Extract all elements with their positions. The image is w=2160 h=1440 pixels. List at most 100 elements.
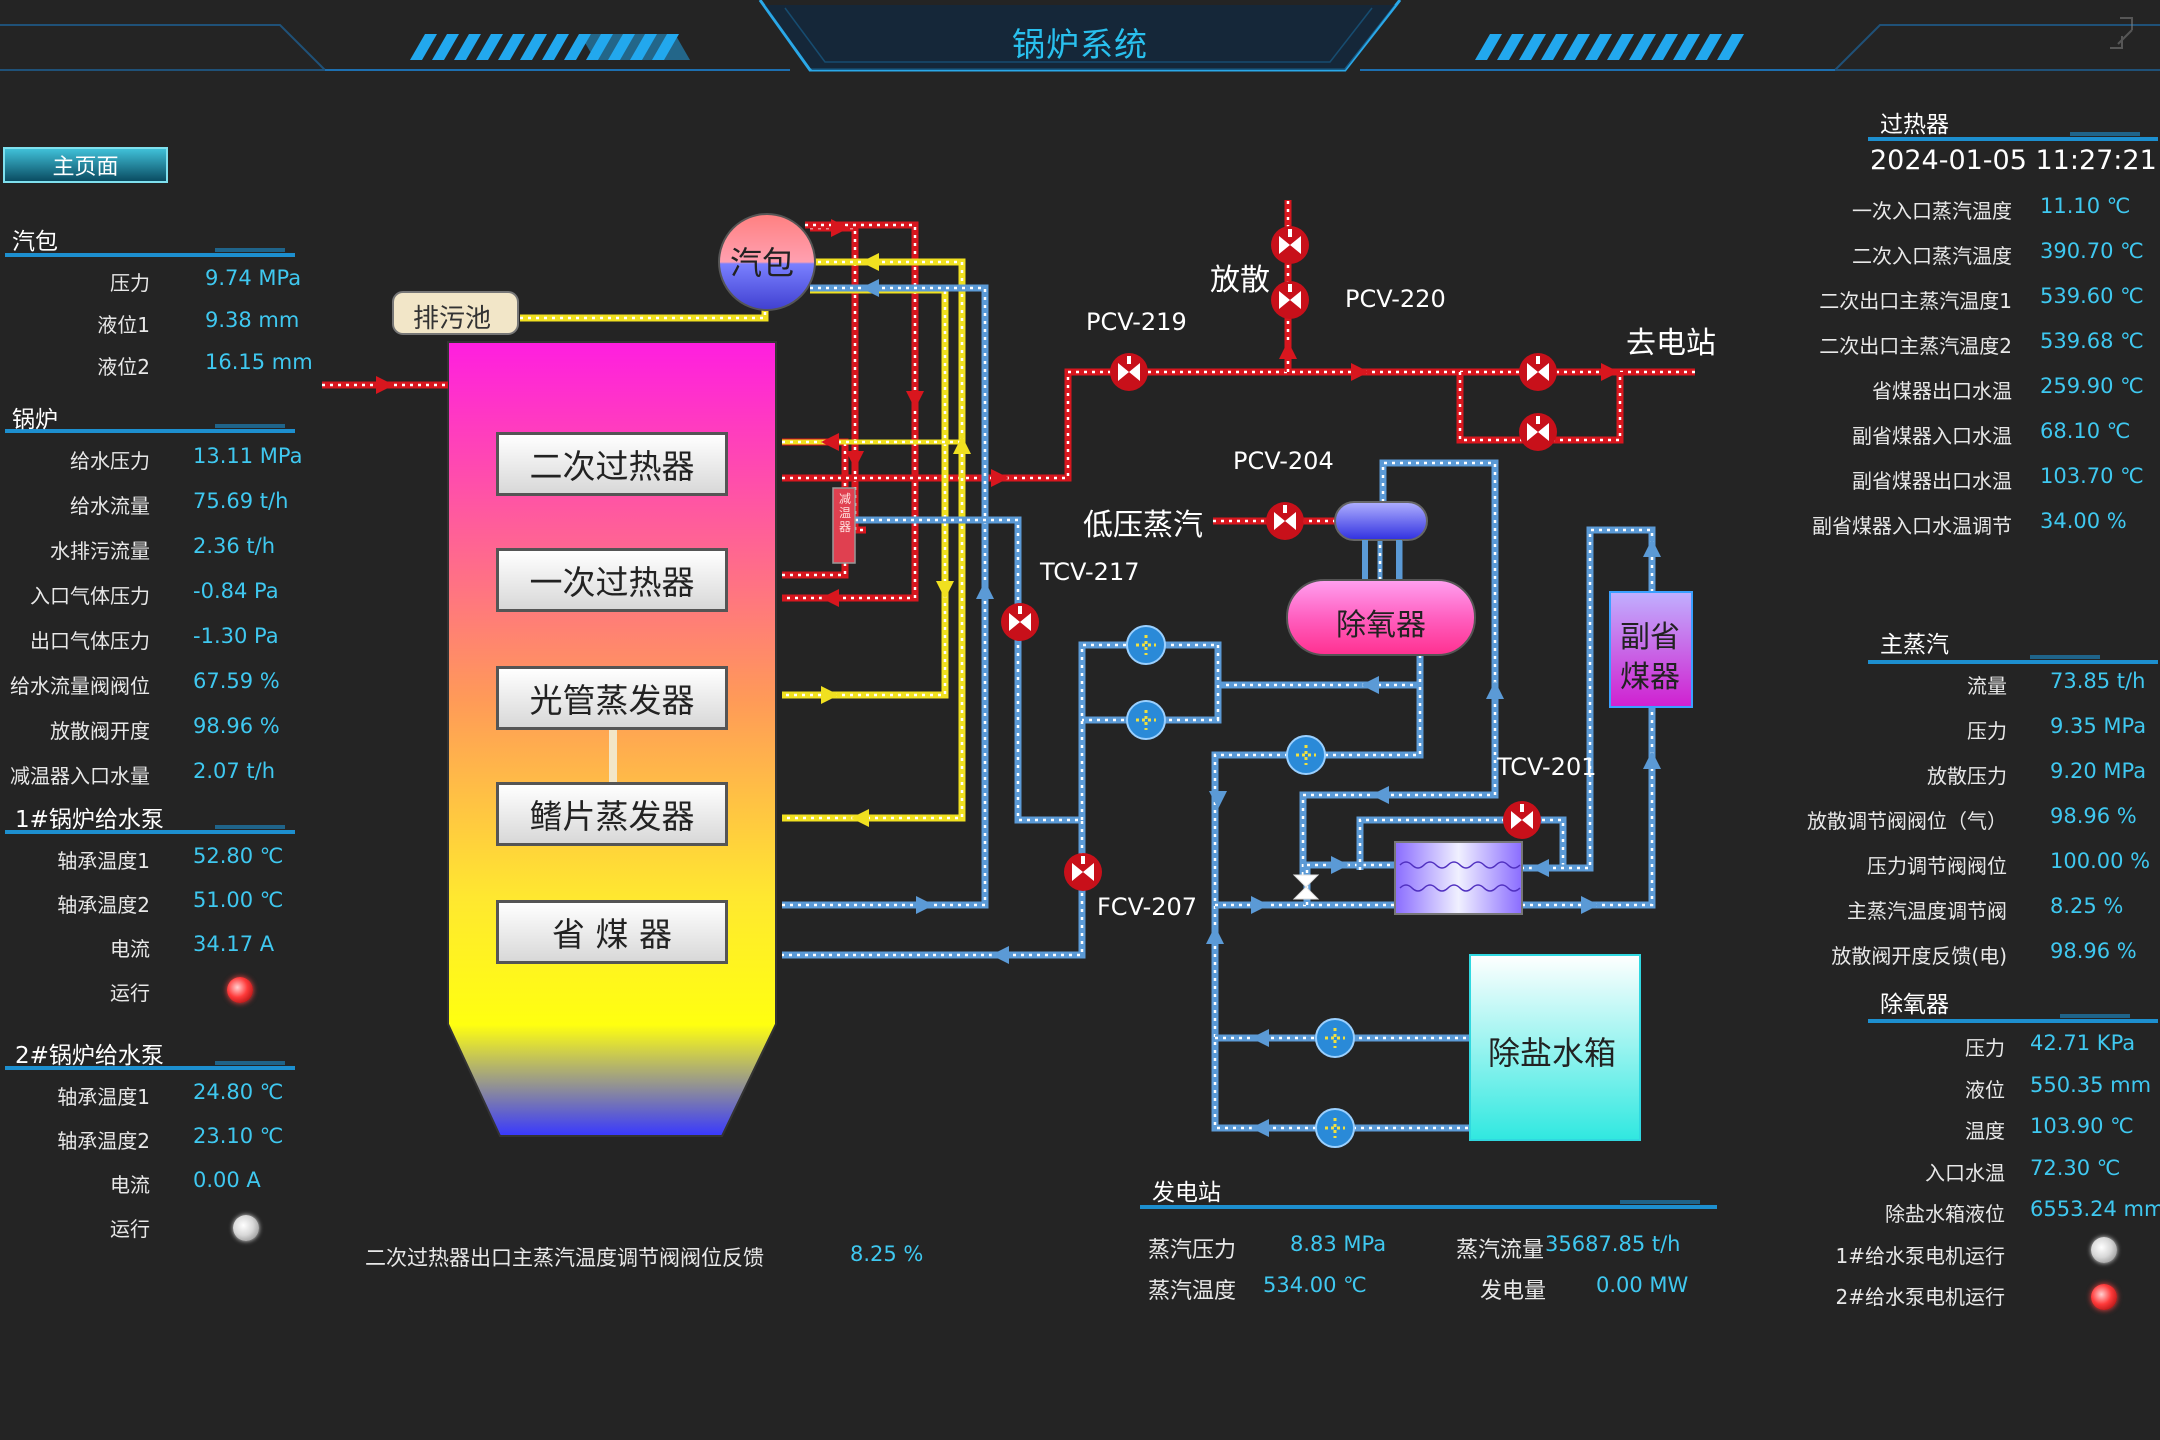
drum-value-0: 9.74 MPa xyxy=(205,266,302,290)
superheater-value-2: 539.60 ℃ xyxy=(2040,284,2144,308)
boiler-label-0: 给水压力 xyxy=(70,449,150,473)
home-button[interactable]: 主页面 xyxy=(3,147,168,183)
desalted-water-tank xyxy=(1469,954,1641,1141)
drum-value-1: 9.38 mm xyxy=(205,308,300,332)
deaerator-label-0: 压力 xyxy=(1965,1036,2005,1060)
valve-pcv204 xyxy=(1266,502,1304,540)
pump2-value-2: 0.00 A xyxy=(193,1168,261,1192)
valve-fcv207 xyxy=(1064,853,1102,891)
boiler-label-3: 入口气体压力 xyxy=(30,584,150,608)
superheater-value-7: 34.00 % xyxy=(2040,509,2127,533)
economizer: 省 煤 器 xyxy=(496,900,728,964)
pump-upper-a xyxy=(1126,625,1166,665)
superheater-label-6: 副省煤器出口水温 xyxy=(1852,469,2012,493)
main-steam-value-4: 100.00 % xyxy=(2050,849,2151,873)
deaerator-value-0: 42.71 KPa xyxy=(2030,1031,2136,1055)
station-value-steam-temp: 534.00 ℃ xyxy=(1263,1273,1367,1297)
deaerator-label-2: 温度 xyxy=(1965,1119,2005,1143)
resize-icon xyxy=(2110,17,2133,49)
main-steam-value-5: 8.25 % xyxy=(2050,894,2124,918)
deaerator-label-4: 除盐水箱液位 xyxy=(1885,1202,2005,1226)
valve-tag-tcv217: TCV-217 xyxy=(1040,558,1140,586)
low-pressure-steam-label: 低压蒸汽 xyxy=(1083,508,1203,543)
deaerator-label-5: 1#给水泵电机运行 xyxy=(1835,1243,2005,1268)
deaerator-value-1: 550.35 mm xyxy=(2030,1072,2152,1097)
main-steam-label-1: 压力 xyxy=(1967,719,2007,743)
steam-drum xyxy=(718,213,816,311)
superheater-label-4: 省煤器出口水温 xyxy=(1872,379,2012,403)
pump-feed-1 xyxy=(1315,1018,1355,1058)
to-station-label: 去电站 xyxy=(1626,326,1716,361)
deaerator-label-3: 入口水温 xyxy=(1925,1160,2005,1185)
main-steam-value-1: 9.35 MPa xyxy=(2050,714,2147,738)
pump-mid xyxy=(1286,735,1326,775)
station-value-generation: 0.00 MW xyxy=(1596,1273,1689,1297)
pump2-label-0: 轴承温度1 xyxy=(57,1085,150,1109)
datetime-display: 2024-01-05 11:27:21 xyxy=(1870,145,2157,176)
section-title-pump1: 1#锅炉给水泵 xyxy=(15,807,164,833)
section-title-drum: 汽包 xyxy=(12,229,58,255)
desuperheater-box xyxy=(832,487,856,564)
pumps xyxy=(1126,625,1355,1148)
desuperheater-label: 减温器 xyxy=(838,492,851,534)
boiler-label-5: 给水流量阀阀位 xyxy=(10,674,150,698)
section-title-main-steam: 主蒸汽 xyxy=(1880,632,1949,658)
pump1-label-2: 电流 xyxy=(110,937,150,961)
deaerator-value-4: 6553.24 mm xyxy=(2030,1197,2160,1221)
boiler-value-1: 75.69 t/h xyxy=(193,489,289,513)
superheater-value-6: 103.70 ℃ xyxy=(2040,464,2144,488)
main-steam-value-0: 73.85 t/h xyxy=(2050,669,2146,693)
blowdown-label: 排污池 xyxy=(413,304,492,334)
finned-evaporator: 鳍片蒸发器 xyxy=(496,782,728,846)
section-title-station: 发电站 xyxy=(1152,1180,1221,1206)
pump1-label-0: 轴承温度1 xyxy=(57,849,150,873)
drum-label-2: 液位2 xyxy=(97,355,150,379)
check-valve xyxy=(1292,874,1320,900)
sub-economizer xyxy=(1609,591,1693,708)
boiler-value-5: 67.59 % xyxy=(193,669,280,693)
pump2-label-1: 轴承温度2 xyxy=(57,1129,150,1153)
boiler-value-4: -1.30 Pa xyxy=(193,624,279,648)
drum-label: 汽包 xyxy=(730,244,795,282)
heat-exchanger xyxy=(1394,841,1523,915)
pump1-value-2: 34.17 A xyxy=(193,932,275,956)
station-label-steam-temp: 蒸汽温度 xyxy=(1148,1279,1237,1304)
drum-label-0: 压力 xyxy=(110,271,150,295)
main-steam-value-2: 9.20 MPa xyxy=(2050,759,2147,783)
main-steam-label-6: 放散阀开度反馈(电) xyxy=(1831,944,2007,968)
valve-pcv219 xyxy=(1110,353,1148,391)
valve-tag-fcv207: FCV-207 xyxy=(1097,893,1198,921)
valve-pcv220-lower xyxy=(1271,281,1309,319)
superheater-label-1: 二次入口蒸汽温度 xyxy=(1852,244,2012,268)
pump2-label-3: 运行 xyxy=(110,1217,150,1241)
valve-steam-upper xyxy=(1519,353,1557,391)
station-label-steam-flow: 蒸汽流量 xyxy=(1456,1238,1545,1263)
deaerator-label: 除氧器 xyxy=(1336,608,1426,643)
pump2-value-1: 23.10 ℃ xyxy=(193,1124,284,1148)
pump-upper-b xyxy=(1126,700,1166,740)
boiler-value-7: 2.07 t/h xyxy=(193,759,276,783)
superheater-label-3: 二次出口主蒸汽温度2 xyxy=(1819,334,2012,358)
deaerator-top-tank xyxy=(1334,501,1428,541)
superheater-value-1: 390.70 ℃ xyxy=(2040,239,2144,263)
drum-value-2: 16.15 mm xyxy=(205,350,313,374)
station-value-steam-flow: 35687.85 t/h xyxy=(1545,1232,1681,1256)
secondary-superheater: 二次过热器 xyxy=(496,432,728,496)
section-title-pump2: 2#锅炉给水泵 xyxy=(15,1043,164,1069)
feedback-label: 二次过热器出口主蒸汽温度调节阀阀位反馈 xyxy=(365,1246,764,1270)
pump1-value-0: 52.80 ℃ xyxy=(193,844,284,868)
page-title: 锅炉系统 xyxy=(1012,25,1148,64)
desalted-tank-label: 除盐水箱 xyxy=(1488,1034,1617,1072)
superheater-label-5: 副省煤器入口水温 xyxy=(1852,424,2012,448)
vent-label: 放散 xyxy=(1210,263,1270,298)
valve-tag-pcv219: PCV-219 xyxy=(1086,308,1187,336)
drum-label-1: 液位1 xyxy=(97,313,150,337)
deaerator-label-6: 2#给水泵电机运行 xyxy=(1835,1285,2005,1309)
deaerator-value-2: 103.90 ℃ xyxy=(2030,1114,2134,1138)
valve-tag-pcv220: PCV-220 xyxy=(1345,285,1446,313)
pump2-label-2: 电流 xyxy=(110,1173,150,1197)
primary-superheater: 一次过热器 xyxy=(496,548,728,612)
pump2-value-0: 24.80 ℃ xyxy=(193,1080,284,1104)
